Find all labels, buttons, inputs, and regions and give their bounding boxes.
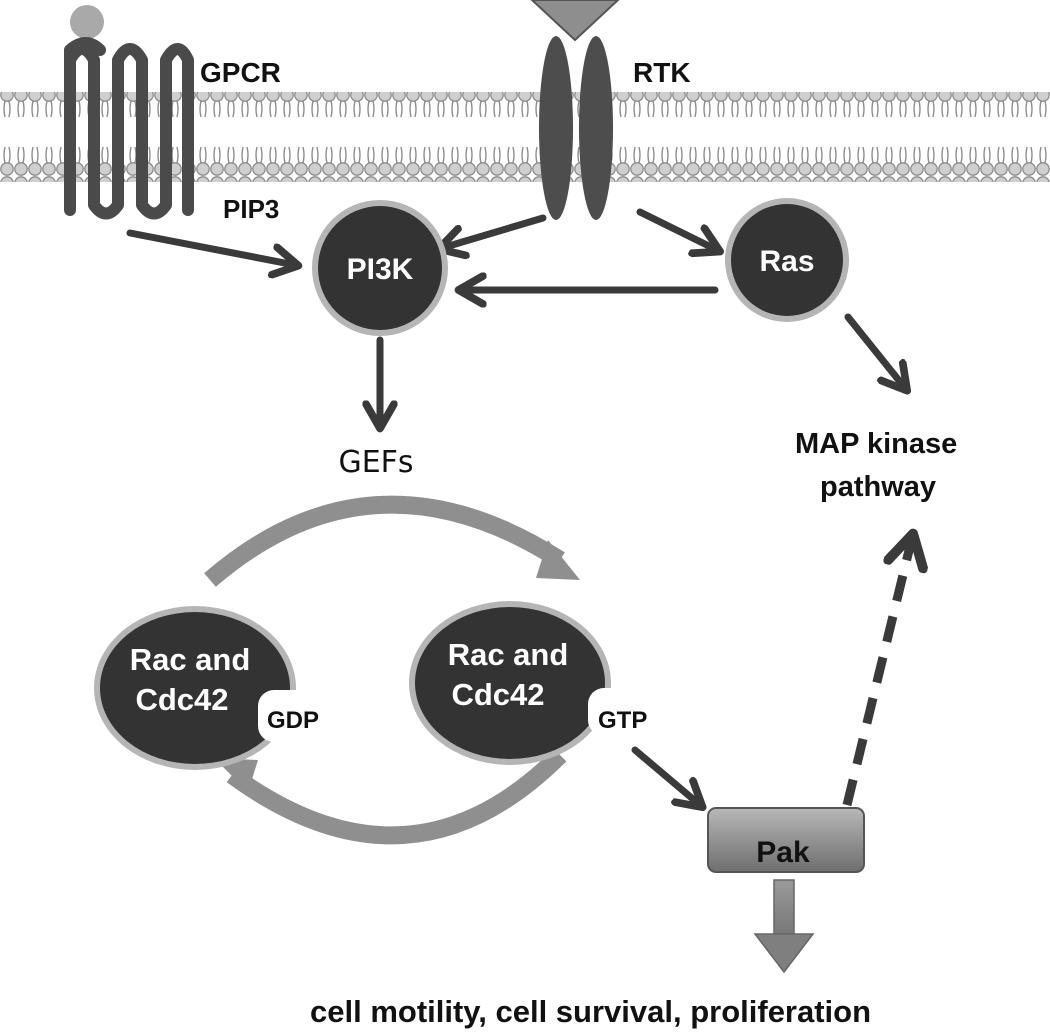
cycle-arrow-activation [204, 495, 580, 587]
rac-cdc42-gtp-node [409, 601, 668, 765]
map-kinase-label-line1: MAP kinase [795, 428, 957, 460]
rac-gdp-label-line2: Cdc42 [135, 682, 228, 717]
ras-label: Ras [759, 245, 814, 278]
pip3-label: PIP3 [223, 194, 279, 224]
outcome-label: cell motility, cell survival, proliferat… [310, 994, 871, 1029]
rac-cdc42-gdp-node [94, 606, 348, 770]
rtk-receptor [530, 0, 620, 220]
gefs-label: GEFs [338, 445, 413, 480]
gdp-notch [258, 690, 348, 742]
arrow-rtk-to-pi3k [442, 214, 547, 248]
ras-node [725, 198, 849, 322]
pi3k-node [312, 200, 448, 336]
arrow-rtk-to-ras [636, 208, 717, 250]
gpcr-receptor [64, 5, 194, 220]
gpcr-label: GPCR [200, 57, 281, 88]
pak-box [707, 807, 865, 873]
arrow-ras-to-map [844, 313, 905, 388]
pak-output-arrow [753, 879, 815, 974]
rtk-ligand [530, 0, 620, 42]
gpcr-ligand [70, 5, 104, 39]
pak-label: Pak [756, 836, 810, 869]
rtk-label: RTK [633, 57, 691, 88]
arrow-gtp-to-pak [631, 746, 700, 805]
gdp-label: GDP [267, 707, 319, 734]
arrow-gpcr-to-pi3k [126, 229, 295, 265]
rac-gdp-label-line1: Rac and [130, 642, 251, 677]
cycle-arrow-inactivation [214, 748, 567, 845]
rac-gtp-label-line2: Cdc42 [451, 677, 544, 712]
dashed-arrow-pak-to-map [842, 538, 912, 807]
pi3k-label: PI3K [347, 253, 414, 286]
gtp-notch [588, 688, 668, 736]
cell-membrane [0, 92, 1050, 182]
gtp-label: GTP [598, 707, 647, 734]
rac-gtp-label-line1: Rac and [448, 637, 569, 672]
map-kinase-label-line2: pathway [820, 471, 936, 503]
